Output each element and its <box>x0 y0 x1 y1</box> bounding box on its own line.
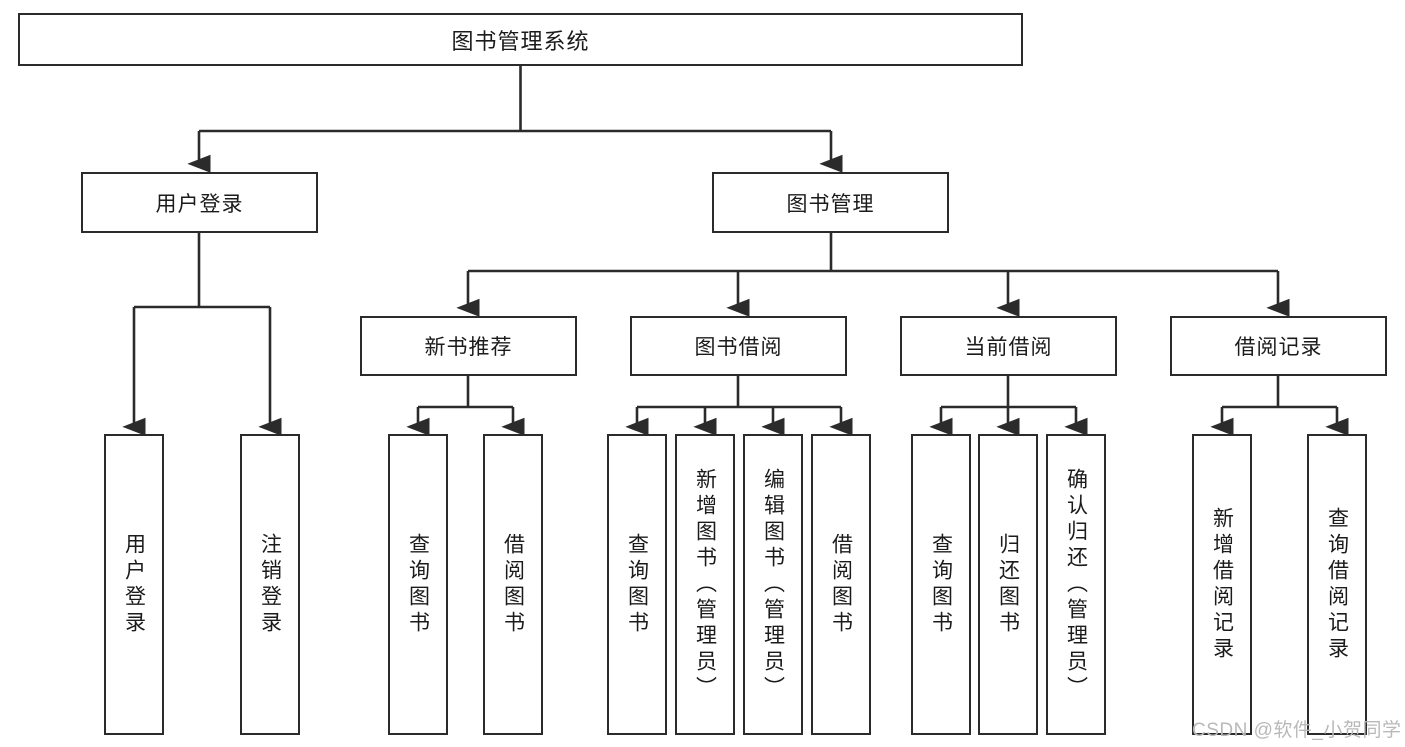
node-label: 图书管理系统 <box>451 28 590 54</box>
csdn-watermark: CSDN @软件_小贺同学 <box>1192 720 1402 741</box>
node-new-book-recommend[interactable]: 新书推荐 <box>360 316 577 376</box>
node-label: 用户登录 <box>155 192 244 216</box>
node-borrow-record[interactable]: 借阅记录 <box>1170 316 1387 376</box>
leaf-user-login-signout[interactable]: 注销登录 <box>240 434 300 735</box>
node-label: 注销登录 <box>258 532 282 637</box>
node-label: 查询图书 <box>406 532 430 637</box>
node-label: 借阅图书 <box>501 532 525 637</box>
node-label: 借阅记录 <box>1234 336 1323 359</box>
leaf-borrow-borrow-book[interactable]: 借阅图书 <box>811 434 871 735</box>
node-label: 确认归还（管理员） <box>1064 467 1088 702</box>
leaf-current-confirm-return[interactable]: 确认归还（管理员） <box>1046 434 1106 735</box>
leaf-current-return-book[interactable]: 归还图书 <box>978 434 1038 735</box>
node-book-management[interactable]: 图书管理 <box>712 172 949 233</box>
node-label: 图书管理 <box>786 192 875 216</box>
leaf-borrow-query-book[interactable]: 查询图书 <box>607 434 667 735</box>
node-root-system[interactable]: 图书管理系统 <box>18 13 1023 66</box>
leaf-current-query-book[interactable]: 查询图书 <box>911 434 971 735</box>
leaf-user-login-signin[interactable]: 用户登录 <box>104 434 164 735</box>
node-label: 新书推荐 <box>424 336 513 359</box>
node-label: 新增借阅记录 <box>1210 506 1234 663</box>
leaf-new-book-borrow[interactable]: 借阅图书 <box>483 434 543 735</box>
node-label: 当前借阅 <box>964 336 1053 359</box>
node-user-login[interactable]: 用户登录 <box>81 172 318 233</box>
node-book-borrow[interactable]: 图书借阅 <box>630 316 847 376</box>
node-label: 查询图书 <box>625 532 649 637</box>
node-label: 归还图书 <box>996 532 1020 637</box>
node-label: 编辑图书（管理员） <box>761 467 785 702</box>
leaf-borrow-edit-book[interactable]: 编辑图书（管理员） <box>743 434 803 735</box>
node-current-borrow[interactable]: 当前借阅 <box>900 316 1117 376</box>
node-label: 用户登录 <box>122 532 146 637</box>
node-label: 借阅图书 <box>829 532 853 637</box>
leaf-record-add[interactable]: 新增借阅记录 <box>1192 434 1252 735</box>
node-label: 查询借阅记录 <box>1325 506 1349 663</box>
node-label: 图书借阅 <box>694 336 783 359</box>
leaf-record-query[interactable]: 查询借阅记录 <box>1307 434 1367 735</box>
node-label: 新增图书（管理员） <box>693 467 717 702</box>
leaf-new-book-query[interactable]: 查询图书 <box>388 434 448 735</box>
node-label: 查询图书 <box>929 532 953 637</box>
leaf-borrow-add-book[interactable]: 新增图书（管理员） <box>675 434 735 735</box>
